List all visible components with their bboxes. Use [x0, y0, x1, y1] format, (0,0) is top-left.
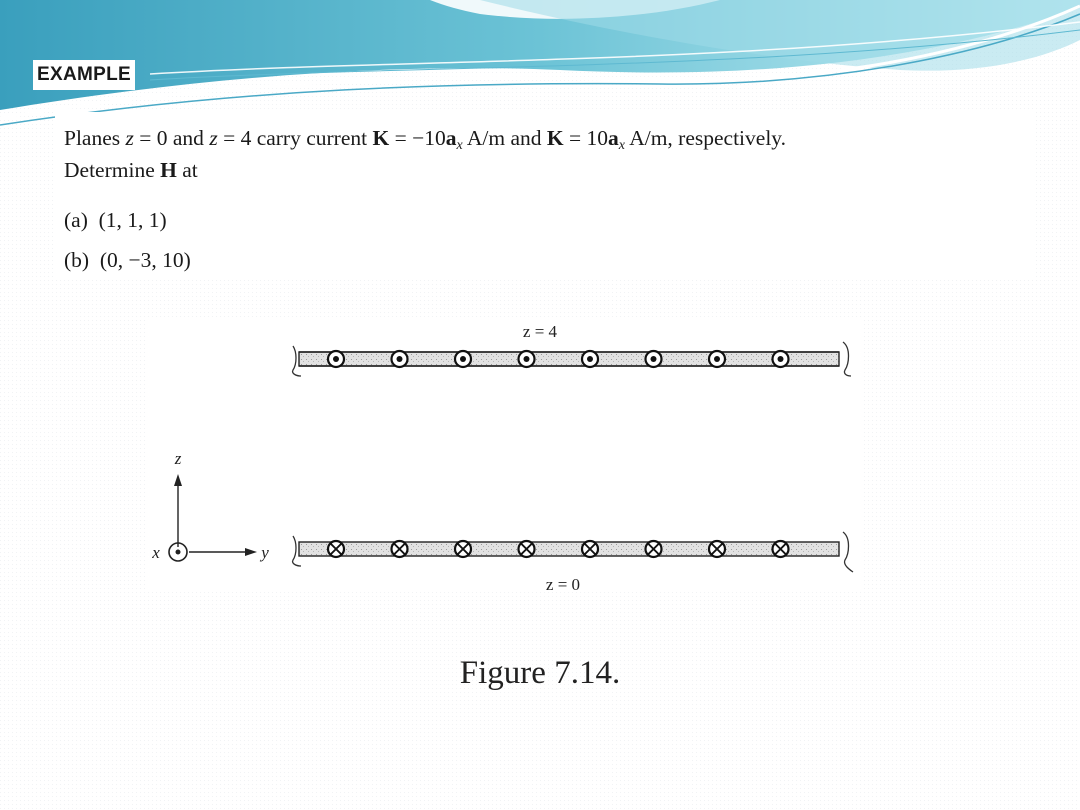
current-out-icon-8 — [771, 349, 790, 369]
axis-z-label: z — [174, 449, 182, 468]
current-out-icon-7 — [707, 349, 727, 369]
part-a-label: (a) — [64, 208, 88, 232]
part-b-label: (b) — [64, 248, 90, 272]
problem-statement-line2: Determine H at — [64, 158, 198, 182]
section-heading: EXAMPLE — [33, 60, 135, 90]
current-out-icon-1 — [326, 349, 346, 369]
current-out-icon-6 — [644, 349, 663, 369]
part-b: (b) (0, −3, 10) — [64, 247, 191, 273]
current-out-icon-3 — [453, 349, 473, 369]
x-axis-out-of-page-icon — [168, 542, 188, 562]
current-sheets-figure: z = 4 z = 0 z x y — [151, 322, 854, 590]
problem-statement-line1: Planes z = 0 and z = 4 carry current K =… — [64, 126, 787, 153]
current-in-icon-5 — [580, 539, 600, 559]
current-in-icon-3 — [453, 539, 473, 559]
axis-x-label: x — [151, 543, 160, 562]
figure-caption: Figure 7.14. — [459, 655, 621, 691]
current-out-icon-5 — [580, 349, 600, 369]
plane-z0-label: z = 0 — [546, 575, 580, 590]
current-out-icon-2 — [390, 349, 409, 369]
current-in-icon-4 — [517, 539, 536, 559]
top-plane-conductors — [326, 349, 790, 369]
bottom-plane-conductors — [326, 539, 790, 559]
part-a: (a) (1, 1, 1) — [64, 207, 167, 233]
current-in-icon-7 — [707, 539, 727, 559]
coordinate-axes — [168, 474, 257, 562]
axis-y-label: y — [259, 543, 269, 562]
part-a-point: (1, 1, 1) — [98, 208, 167, 232]
current-in-icon-2 — [390, 539, 409, 559]
plane-z4-label: z = 4 — [523, 322, 558, 341]
plane-z0 — [291, 531, 854, 573]
part-b-point: (0, −3, 10) — [99, 248, 191, 272]
plane-z4 — [291, 341, 852, 377]
current-in-icon-1 — [326, 539, 346, 559]
problem-panel — [55, 112, 1033, 277]
current-in-icon-8 — [771, 539, 790, 559]
current-in-icon-6 — [644, 539, 663, 559]
current-out-icon-4 — [517, 349, 536, 369]
